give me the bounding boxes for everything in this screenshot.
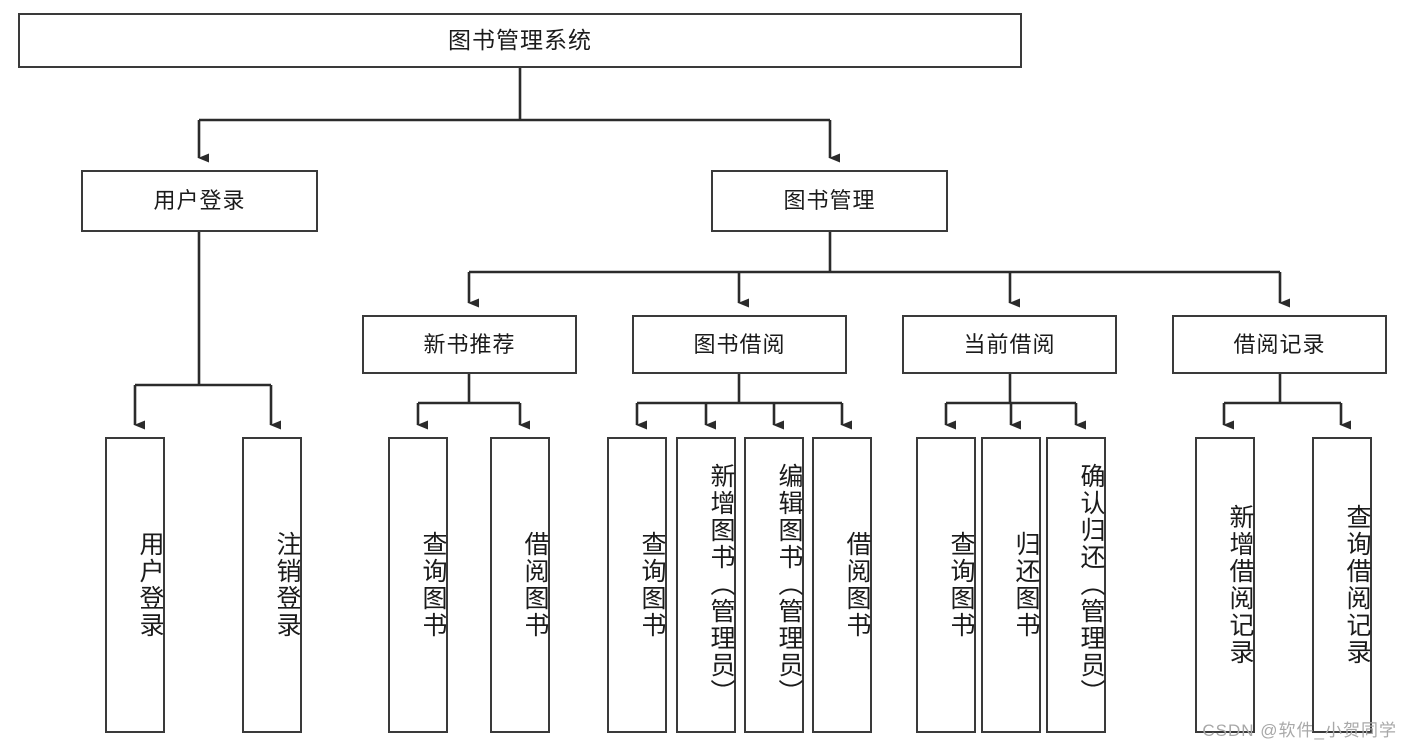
node-label: 用户登录 (153, 188, 246, 213)
leaf-user-login-logout[interactable]: 注销登录 (242, 437, 302, 733)
node-label: 新增图书（管理员） (707, 462, 735, 706)
node-label: 查询图书 (638, 531, 666, 639)
leaf-current-confirm-return[interactable]: 确认归还（管理员） (1046, 437, 1106, 733)
node-label: 图书管理系统 (448, 27, 592, 53)
node-label: 图书借阅 (693, 331, 786, 357)
leaf-record-query[interactable]: 查询借阅记录 (1312, 437, 1372, 733)
node-current-borrow[interactable]: 当前借阅 (902, 315, 1117, 374)
node-book-borrow[interactable]: 图书借阅 (632, 315, 847, 374)
node-borrow-record[interactable]: 借阅记录 (1172, 315, 1387, 374)
node-label: 用户登录 (136, 531, 164, 639)
node-label: 归还图书 (1012, 531, 1040, 639)
leaf-record-add[interactable]: 新增借阅记录 (1195, 437, 1255, 733)
leaf-current-return-book[interactable]: 归还图书 (981, 437, 1041, 733)
leaf-borrow-borrow-book[interactable]: 借阅图书 (812, 437, 872, 733)
leaf-borrow-edit-book[interactable]: 编辑图书（管理员） (744, 437, 804, 733)
node-user-login[interactable]: 用户登录 (81, 170, 318, 232)
node-label: 编辑图书（管理员） (775, 462, 803, 706)
node-root-system[interactable]: 图书管理系统 (18, 13, 1022, 68)
node-label: 借阅记录 (1233, 331, 1326, 357)
node-label: 借阅图书 (521, 531, 549, 639)
leaf-borrow-query-book[interactable]: 查询图书 (607, 437, 667, 733)
leaf-new-book-query[interactable]: 查询图书 (388, 437, 448, 733)
leaf-new-book-borrow[interactable]: 借阅图书 (490, 437, 550, 733)
node-label: 查询图书 (947, 531, 975, 639)
node-label: 借阅图书 (843, 531, 871, 639)
node-book-management[interactable]: 图书管理 (711, 170, 948, 232)
csdn-watermark: CSDN @软件_小贺同学 (1202, 721, 1397, 740)
leaf-current-query-book[interactable]: 查询图书 (916, 437, 976, 733)
node-label: 新书推荐 (423, 331, 516, 357)
node-label: 注销登录 (273, 531, 301, 639)
leaf-borrow-add-book[interactable]: 新增图书（管理员） (676, 437, 736, 733)
node-label: 查询图书 (419, 531, 447, 639)
node-label: 图书管理 (783, 188, 876, 213)
node-new-book-recommend[interactable]: 新书推荐 (362, 315, 577, 374)
node-label: 确认归还（管理员） (1077, 462, 1105, 706)
leaf-user-login-login[interactable]: 用户登录 (105, 437, 165, 733)
node-label: 当前借阅 (963, 331, 1056, 357)
node-label: 查询借阅记录 (1343, 504, 1371, 666)
node-label: 新增借阅记录 (1226, 504, 1254, 666)
